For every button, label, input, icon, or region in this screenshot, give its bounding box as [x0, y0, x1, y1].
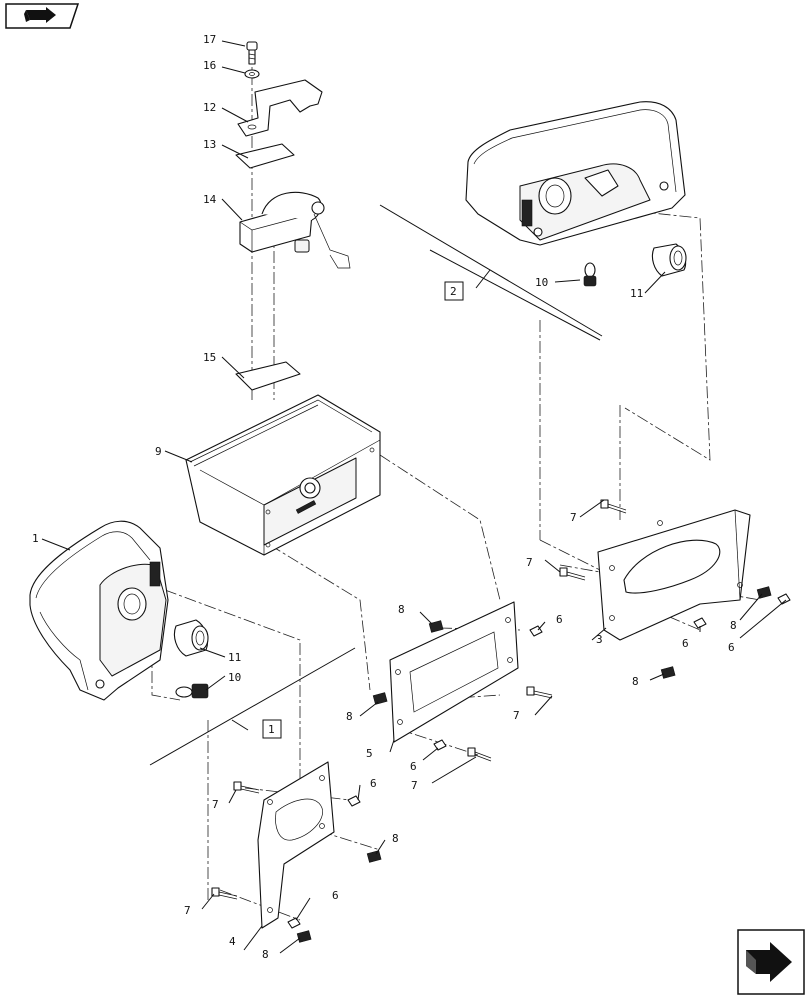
callout-7-a: 7 — [570, 511, 577, 524]
bolt-part-17 — [246, 41, 258, 65]
light-housing-part-9 — [185, 394, 381, 556]
callout-8-b: 8 — [730, 619, 737, 632]
bracket-part-12 — [237, 79, 323, 137]
boxed-ref-1: 1 — [262, 719, 282, 739]
callout-12: 12 — [203, 101, 216, 114]
callout-17: 17 — [203, 33, 216, 46]
socket-part-11-right — [651, 243, 687, 277]
callout-9: 9 — [155, 445, 162, 458]
pad-part-15 — [235, 361, 301, 391]
callout-6-d: 6 — [410, 760, 417, 773]
bulb-part-10-left — [175, 683, 209, 699]
boxed-ref-2-label: 2 — [450, 285, 457, 298]
next-page-button[interactable] — [737, 929, 805, 995]
fasteners — [211, 499, 791, 943]
arrow-left-page-icon — [24, 7, 56, 23]
bolt-part-7-c — [526, 686, 553, 699]
bracket-part-4 — [257, 761, 335, 929]
callout-7-c: 7 — [513, 709, 520, 722]
nut-part-6-f — [287, 917, 301, 929]
gasket-plate-part-5 — [389, 601, 519, 743]
callout-leaders — [41, 40, 787, 954]
callout-8-d: 8 — [346, 710, 353, 723]
callout-7-e: 7 — [212, 798, 219, 811]
callout-15: 15 — [203, 351, 216, 364]
callout-8-c: 8 — [632, 675, 639, 688]
washer-part-16 — [244, 69, 260, 79]
callout-10-right: 10 — [535, 276, 548, 289]
nut-part-6-c — [777, 593, 791, 605]
callout-8-a: 8 — [398, 603, 405, 616]
boxed-ref-1-label: 1 — [268, 723, 275, 736]
section-lines — [149, 204, 603, 766]
bolt-part-7-b — [559, 567, 586, 581]
lamp-assembly-left — [29, 520, 169, 701]
bolt-part-7-e — [233, 781, 260, 794]
stud-part-8-e — [366, 850, 382, 863]
relay-module-part-14 — [239, 191, 351, 269]
callout-1: 1 — [32, 532, 39, 545]
nut-part-6-e — [347, 795, 361, 807]
callout-6-a: 6 — [556, 613, 563, 626]
callout-numbers: 17 16 12 13 14 15 9 1 10 11 11 10 7 7 7 … — [32, 33, 737, 961]
callout-8-f: 8 — [262, 948, 269, 961]
callout-6-e: 6 — [370, 777, 377, 790]
prev-page-button[interactable] — [5, 3, 80, 29]
callout-6-b: 6 — [682, 637, 689, 650]
bolt-part-7-d — [467, 747, 492, 762]
gasket-part-13 — [235, 143, 295, 169]
lamp-assembly-right — [465, 101, 686, 246]
callout-7-d: 7 — [411, 779, 418, 792]
bolt-part-7-f — [211, 887, 238, 900]
stud-part-8-a — [428, 620, 444, 633]
socket-part-11-left — [173, 619, 209, 657]
bulb-part-10-right — [583, 262, 597, 287]
boxed-ref-2: 2 — [444, 281, 464, 301]
stud-part-8-d — [372, 692, 388, 705]
callout-8-e: 8 — [392, 832, 399, 845]
stud-part-8-f — [296, 930, 312, 943]
bracket-part-3 — [597, 509, 751, 641]
callout-5: 5 — [366, 747, 373, 760]
nut-part-6-d — [433, 739, 447, 751]
bolt-part-7-a — [600, 499, 627, 514]
callout-10-left: 10 — [228, 671, 241, 684]
nut-part-6-b — [693, 617, 707, 629]
stud-part-8-c — [660, 666, 676, 679]
callout-13: 13 — [203, 138, 216, 151]
callout-6-c: 6 — [728, 641, 735, 654]
callout-11-left: 11 — [228, 651, 241, 664]
callout-11-right: 11 — [630, 287, 643, 300]
callout-7-b: 7 — [526, 556, 533, 569]
callout-14: 14 — [203, 193, 217, 206]
callout-4: 4 — [229, 935, 236, 948]
callout-6-f: 6 — [332, 889, 339, 902]
callout-16: 16 — [203, 59, 216, 72]
arrow-right-page-icon — [746, 942, 792, 982]
callout-3: 3 — [596, 633, 603, 646]
callout-7-f: 7 — [184, 904, 191, 917]
